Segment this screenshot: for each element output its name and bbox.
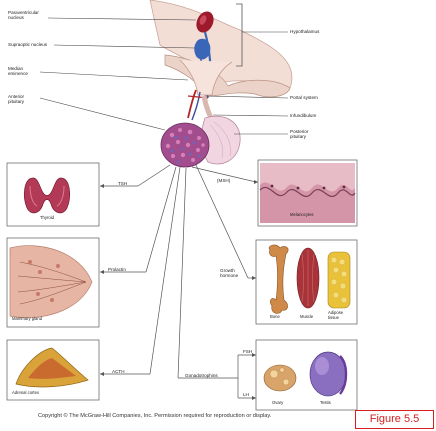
label-paraventricular: Paraventricular nucleus <box>8 10 48 21</box>
label-lh: LH <box>243 392 249 397</box>
caption-testis: Testis <box>320 400 331 405</box>
caption-muscle: Muscle <box>300 314 313 319</box>
caption-adrenal-cortex: Adrenal cortex <box>12 390 39 395</box>
label-supraoptic: Supraoptic nucleus <box>8 42 47 47</box>
label-posterior-pituitary: Posterior pituitary <box>290 129 324 140</box>
caption-ovary: Ovary <box>272 400 283 405</box>
figure-tag: Figure 5.5 <box>355 410 434 429</box>
testis <box>310 352 346 396</box>
label-acth: ACTH <box>112 369 125 374</box>
caption-mammary-gland: Mammary gland <box>12 316 42 321</box>
label-prolactin: Prolactin <box>108 267 126 272</box>
caption-bone: Bone <box>270 314 280 319</box>
caption-adipose: Adipose tissue <box>328 311 354 320</box>
label-portal-system: Portal system <box>290 95 318 100</box>
label-gonadotrophins: Gonadotrophins <box>185 373 218 378</box>
label-infundibulum: Infundibulum <box>290 113 316 118</box>
label-median-eminence: Median eminence <box>8 66 40 77</box>
label-hypothalamus: Hypothalamus <box>290 29 319 34</box>
label-growth-hormone: Growth hormone <box>220 268 250 279</box>
hypothalamus-tissue <box>150 0 292 88</box>
copyright-notice: Copyright © The McGraw-Hill Companies, I… <box>38 413 271 419</box>
label-fsh: FSH <box>243 349 252 354</box>
label-tsh: TSH <box>118 181 127 186</box>
label-anterior-pituitary: Anterior pituitary <box>8 94 40 105</box>
label-msh: (MSH) <box>217 178 230 183</box>
caption-melanocytes: Melanocytes <box>290 212 314 217</box>
caption-thyroid: Thyroid <box>40 215 54 220</box>
